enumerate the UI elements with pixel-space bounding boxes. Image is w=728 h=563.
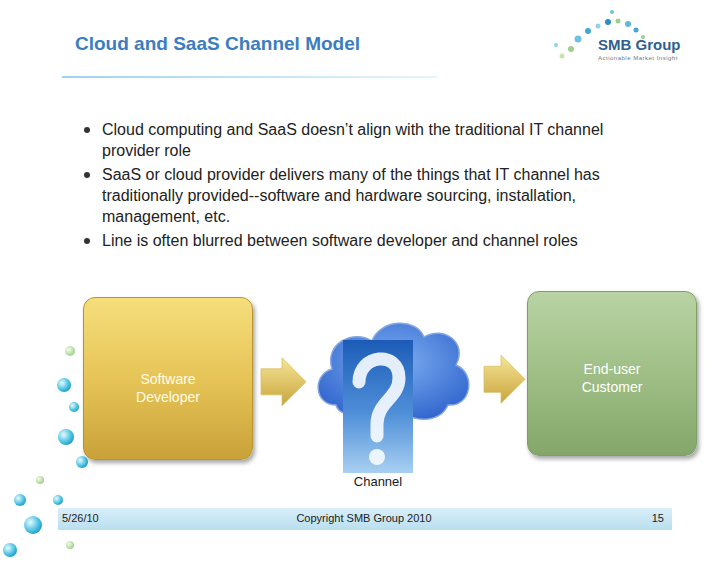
image-caption: Channel [343, 473, 413, 490]
block-arrow [484, 355, 525, 403]
bullet-dot [84, 238, 90, 244]
node-label: Software Developer [84, 370, 252, 406]
channel-image: Channel [343, 340, 413, 490]
decorative-bubbles [3, 346, 88, 557]
footer-copyright: Copyright SMB Group 2010 [264, 512, 464, 524]
bullet-dot [84, 172, 90, 178]
bullet-dot [84, 127, 90, 133]
bullet-item: SaaS or cloud provider delivers many of … [80, 164, 660, 227]
process-box: End-user Customer [527, 291, 697, 456]
footer-date: 5/26/10 [62, 512, 99, 524]
bullet-text: Cloud computing and SaaS doesn’t align w… [102, 121, 603, 159]
logo-name: SMB Group [598, 36, 681, 53]
bullet-text: Line is often blurred between software d… [102, 232, 578, 249]
bullet-text: SaaS or cloud provider delivers many of … [102, 166, 600, 225]
bullet-item: Cloud computing and SaaS doesn’t align w… [80, 119, 660, 161]
question-mark-symbol [343, 340, 413, 473]
process-box: Software Developer [83, 297, 253, 460]
question-mark-curve [359, 359, 399, 436]
title-rule [62, 76, 437, 78]
sky-image [343, 340, 413, 473]
logo-tagline: Actionable Market Insight [598, 55, 678, 61]
page-number: 15 [640, 512, 664, 524]
question-mark-dot [369, 449, 385, 465]
bullet-item: Line is often blurred between software d… [80, 230, 660, 251]
block-arrow [261, 358, 306, 406]
node-label: End-user Customer [528, 360, 696, 396]
footer-bar [58, 508, 672, 530]
slide-title: Cloud and SaaS Channel Model [75, 33, 360, 55]
